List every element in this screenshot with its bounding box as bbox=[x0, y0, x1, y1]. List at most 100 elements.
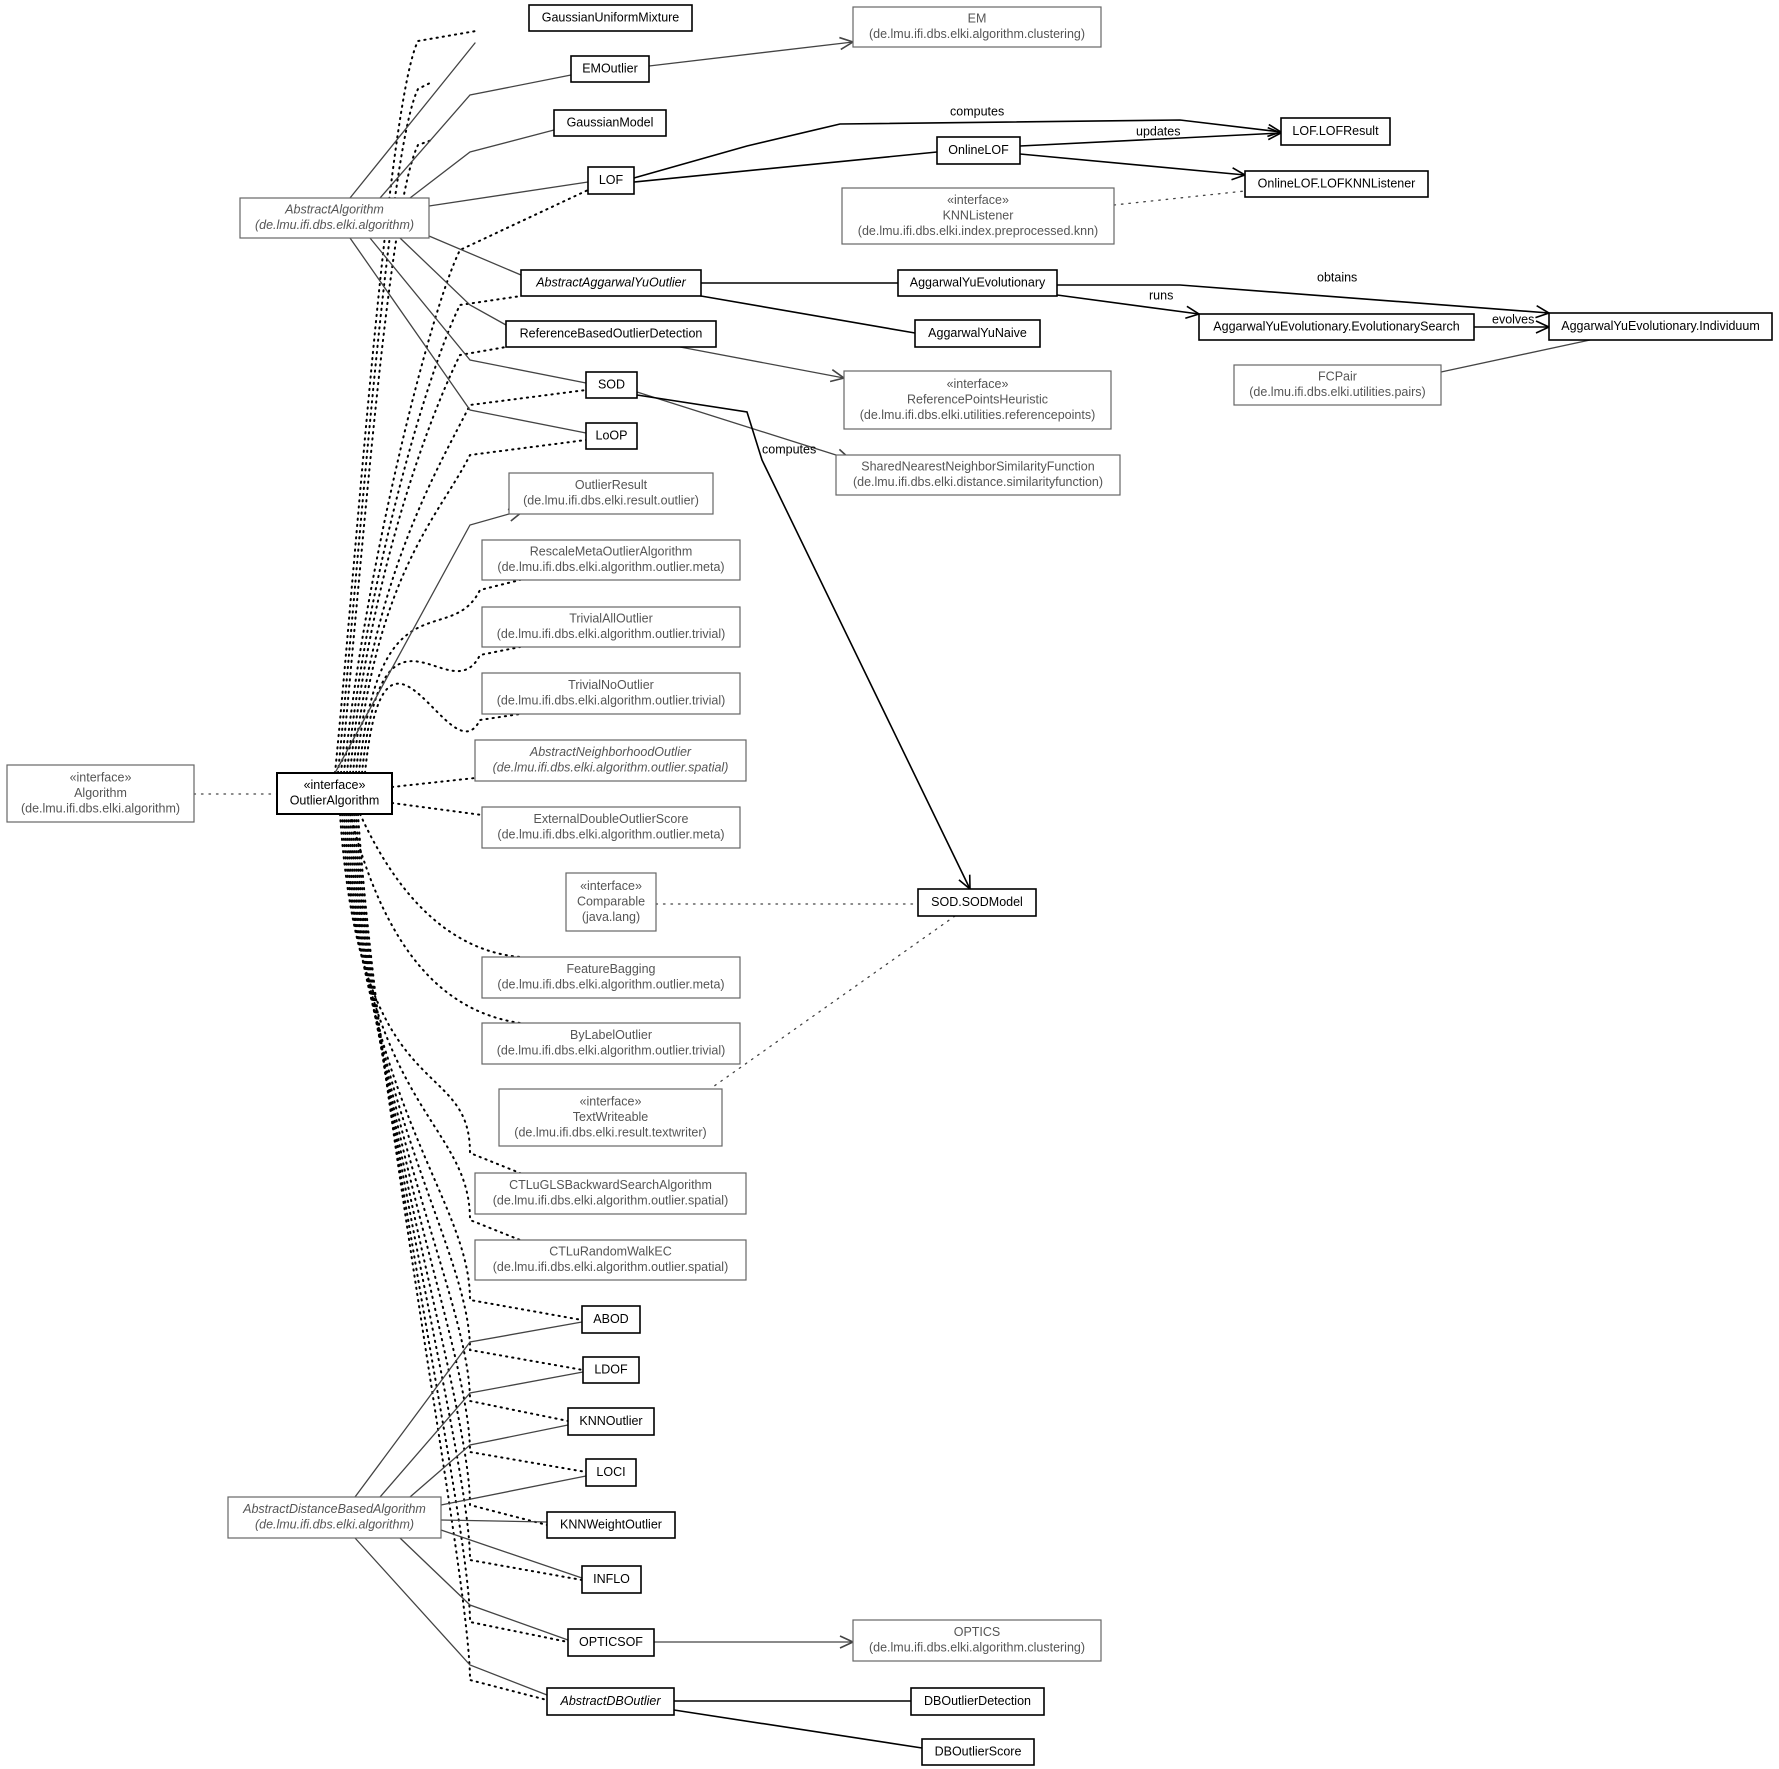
impl-edge-AbstractNeighborhood bbox=[391, 777, 476, 788]
class-node-OPTICS[interactable]: OPTICS(de.lmu.ifi.dbs.elki.algorithm.clu… bbox=[852, 1619, 1102, 1662]
class-node-EvolutionarySearch[interactable]: AggarwalYuEvolutionary.EvolutionarySearc… bbox=[1198, 313, 1475, 341]
class-node-label: TrivialAllOutlier bbox=[569, 612, 653, 626]
class-node-ReferencePointsHeuristic[interactable]: «interface»ReferencePointsHeuristic(de.l… bbox=[843, 370, 1112, 430]
class-node-label: KNNWeightOutlier bbox=[560, 1517, 662, 1531]
class-node-box bbox=[914, 319, 1041, 348]
class-node-EMOutlier[interactable]: EMOutlier bbox=[570, 55, 650, 83]
class-node-TrivialAll[interactable]: TrivialAllOutlier(de.lmu.ifi.dbs.elki.al… bbox=[481, 606, 741, 648]
class-node-ByLabel[interactable]: ByLabelOutlier(de.lmu.ifi.dbs.elki.algor… bbox=[481, 1022, 741, 1065]
class-node-GaussianModel[interactable]: GaussianModel bbox=[553, 109, 667, 137]
class-node-LOCI[interactable]: LOCI bbox=[585, 1458, 637, 1487]
class-node-Comparable[interactable]: «interface»Comparable(java.lang) bbox=[565, 872, 657, 932]
class-node-DBOutlierDetection[interactable]: DBOutlierDetection bbox=[910, 1687, 1045, 1716]
class-node-LOF[interactable]: LOF bbox=[587, 166, 635, 195]
class-node-box bbox=[474, 1239, 747, 1281]
class-node-box bbox=[276, 772, 393, 815]
class-node-LoOP[interactable]: LoOP bbox=[585, 422, 638, 450]
class-node-label: (de.lmu.ifi.dbs.elki.utilities.reference… bbox=[860, 408, 1096, 422]
class-node-box bbox=[528, 4, 693, 32]
class-node-box bbox=[910, 1687, 1045, 1716]
gen-edge-AbstractAlgorithm-EMOutlier bbox=[379, 74, 572, 199]
gen-edge-AbstractDistanceBased-ABOD bbox=[354, 1321, 583, 1498]
class-node-FeatureBagging[interactable]: FeatureBagging(de.lmu.ifi.dbs.elki.algor… bbox=[481, 956, 741, 999]
class-node-label: ReferenceBasedOutlierDetection bbox=[520, 326, 703, 340]
class-node-KNNOutlier[interactable]: KNNOutlier bbox=[567, 1407, 655, 1436]
class-node-label: KNNOutlier bbox=[579, 1414, 642, 1428]
class-node-KNNWeightOutlier[interactable]: KNNWeightOutlier bbox=[546, 1511, 676, 1539]
class-node-box bbox=[553, 109, 667, 137]
class-node-GaussianUniformMixture[interactable]: GaussianUniformMixture bbox=[528, 4, 693, 32]
class-node-box bbox=[581, 1305, 641, 1334]
class-node-AbstractAggarwalYuOutlier[interactable]: AbstractAggarwalYuOutlier bbox=[520, 269, 702, 297]
class-node-box bbox=[841, 187, 1115, 245]
class-node-OutlierAlgorithm[interactable]: «interface»OutlierAlgorithm bbox=[276, 772, 393, 815]
impl-edge-INFLO bbox=[353, 813, 583, 1581]
gen-edge-AbstractDistanceBased-OPTICSOF bbox=[399, 1537, 569, 1641]
class-node-Individuum[interactable]: AggarwalYuEvolutionary.Individuum bbox=[1548, 312, 1773, 341]
class-node-box bbox=[481, 1022, 741, 1065]
class-node-AbstractAlgorithm[interactable]: AbstractAlgorithm(de.lmu.ifi.dbs.elki.al… bbox=[239, 197, 430, 239]
class-node-label: «interface» bbox=[947, 193, 1009, 207]
class-node-label: RescaleMetaOutlierAlgorithm bbox=[530, 545, 693, 559]
class-node-RescaleMeta[interactable]: RescaleMetaOutlierAlgorithm(de.lmu.ifi.d… bbox=[481, 539, 741, 581]
class-node-EM[interactable]: EM(de.lmu.ifi.dbs.elki.algorithm.cluster… bbox=[852, 6, 1102, 48]
class-node-ReferenceBasedOutlierDetection[interactable]: ReferenceBasedOutlierDetection bbox=[505, 320, 717, 348]
class-node-AbstractDBOutlier[interactable]: AbstractDBOutlier bbox=[546, 1687, 675, 1716]
class-node-label: (de.lmu.ifi.dbs.elki.algorithm) bbox=[255, 1518, 414, 1532]
class-node-label: EM bbox=[968, 12, 987, 26]
class-node-OnlineLOF[interactable]: OnlineLOF bbox=[936, 136, 1021, 165]
impl-edge-ABOD bbox=[343, 813, 583, 1321]
class-node-ABOD[interactable]: ABOD bbox=[581, 1305, 641, 1334]
class-node-SODModel[interactable]: SOD.SODModel bbox=[917, 888, 1037, 917]
class-node-KNNListener[interactable]: «interface»KNNListener(de.lmu.ifi.dbs.el… bbox=[841, 187, 1115, 245]
gen-edge-AbstractAlgorithm-LOF bbox=[428, 181, 589, 207]
assoc-edge-SOD-SODModel bbox=[636, 394, 971, 890]
class-node-OPTICSOF[interactable]: OPTICSOF bbox=[567, 1628, 655, 1657]
class-node-ExternalDouble[interactable]: ExternalDoubleOutlierScore(de.lmu.ifi.db… bbox=[481, 806, 741, 849]
class-node-label: (de.lmu.ifi.dbs.elki.algorithm.outlier.m… bbox=[497, 560, 724, 574]
class-node-AggarwalYuNaive[interactable]: AggarwalYuNaive bbox=[914, 319, 1041, 348]
class-node-LDOF[interactable]: LDOF bbox=[582, 1356, 640, 1384]
class-node-label: LoOP bbox=[596, 428, 628, 442]
class-node-SOD[interactable]: SOD bbox=[585, 371, 638, 399]
assoc-edge-LOF-LOFResult bbox=[633, 119, 1282, 179]
class-node-label: (de.lmu.ifi.dbs.elki.algorithm.outlier.m… bbox=[497, 828, 724, 842]
class-node-label: Algorithm bbox=[74, 786, 127, 800]
impl-edge-GaussianUniformMixture bbox=[334, 30, 477, 774]
gen-edge-AbstractAlgorithm-ReferenceBasedOutlierDetection bbox=[399, 237, 507, 326]
class-node-label: CTLuRandomWalkEC bbox=[549, 1245, 672, 1259]
impl-edge-LDOF bbox=[345, 813, 584, 1371]
impl-edge-FeatureBagging bbox=[359, 813, 521, 958]
gen-edge-AbstractDistanceBased-AbstractDBOutlier bbox=[354, 1537, 548, 1696]
class-node-SNNSimilarity[interactable]: SharedNearestNeighborSimilarityFunction(… bbox=[835, 454, 1121, 496]
class-node-label: DBOutlierDetection bbox=[924, 1694, 1031, 1708]
class-node-AbstractNeighborhood[interactable]: AbstractNeighborhoodOutlier(de.lmu.ifi.d… bbox=[474, 739, 747, 782]
gen-edge-AbstractAlgorithm-SOD bbox=[369, 237, 587, 384]
class-node-DBOutlierScore[interactable]: DBOutlierScore bbox=[921, 1738, 1035, 1766]
gen-edge-AbstractAlgorithm-GaussianUniformMixture bbox=[349, 42, 476, 199]
class-node-LOFKNNListener[interactable]: OnlineLOF.LOFKNNListener bbox=[1244, 170, 1429, 198]
gen-edge-AbstractDistanceBased-INFLO bbox=[440, 1529, 583, 1579]
assoc-edge-LOF-OnlineLOF bbox=[633, 151, 938, 183]
class-node-AggarwalYuEvolutionary[interactable]: AggarwalYuEvolutionary bbox=[897, 269, 1058, 297]
assoc-edge-Evolutionary-Search bbox=[1056, 294, 1200, 315]
class-node-TextWriteable[interactable]: «interface»TextWriteable(de.lmu.ifi.dbs.… bbox=[498, 1088, 723, 1147]
class-node-box bbox=[585, 371, 638, 399]
class-node-box bbox=[546, 1511, 676, 1539]
class-node-FCPair[interactable]: FCPair(de.lmu.ifi.dbs.elki.utilities.pai… bbox=[1233, 364, 1442, 406]
class-node-LOFResult[interactable]: LOF.LOFResult bbox=[1280, 117, 1391, 146]
class-node-Algorithm[interactable]: «interface»Algorithm(de.lmu.ifi.dbs.elki… bbox=[6, 764, 195, 823]
class-node-label: Comparable bbox=[577, 894, 645, 908]
class-node-INFLO[interactable]: INFLO bbox=[581, 1565, 642, 1594]
class-node-CTLuGLS[interactable]: CTLuGLSBackwardSearchAlgorithm(de.lmu.if… bbox=[474, 1172, 747, 1215]
class-node-CTLuRandomWalk[interactable]: CTLuRandomWalkEC(de.lmu.ifi.dbs.elki.alg… bbox=[474, 1239, 747, 1281]
class-node-OutlierResult[interactable]: OutlierResult(de.lmu.ifi.dbs.elki.result… bbox=[508, 472, 714, 515]
class-node-AbstractDistanceBased[interactable]: AbstractDistanceBasedAlgorithm(de.lmu.if… bbox=[227, 1496, 442, 1539]
class-node-box bbox=[565, 872, 657, 932]
class-node-box bbox=[239, 197, 430, 239]
class-node-box bbox=[6, 764, 195, 823]
impl-edge-TrivialNo bbox=[364, 682, 521, 774]
edge-labels-layer: computes updates obtains runs evolves co… bbox=[762, 104, 1534, 456]
class-node-TrivialNo[interactable]: TrivialNoOutlier(de.lmu.ifi.dbs.elki.alg… bbox=[481, 672, 741, 715]
class-node-label: (de.lmu.ifi.dbs.elki.utilities.pairs) bbox=[1249, 385, 1425, 399]
